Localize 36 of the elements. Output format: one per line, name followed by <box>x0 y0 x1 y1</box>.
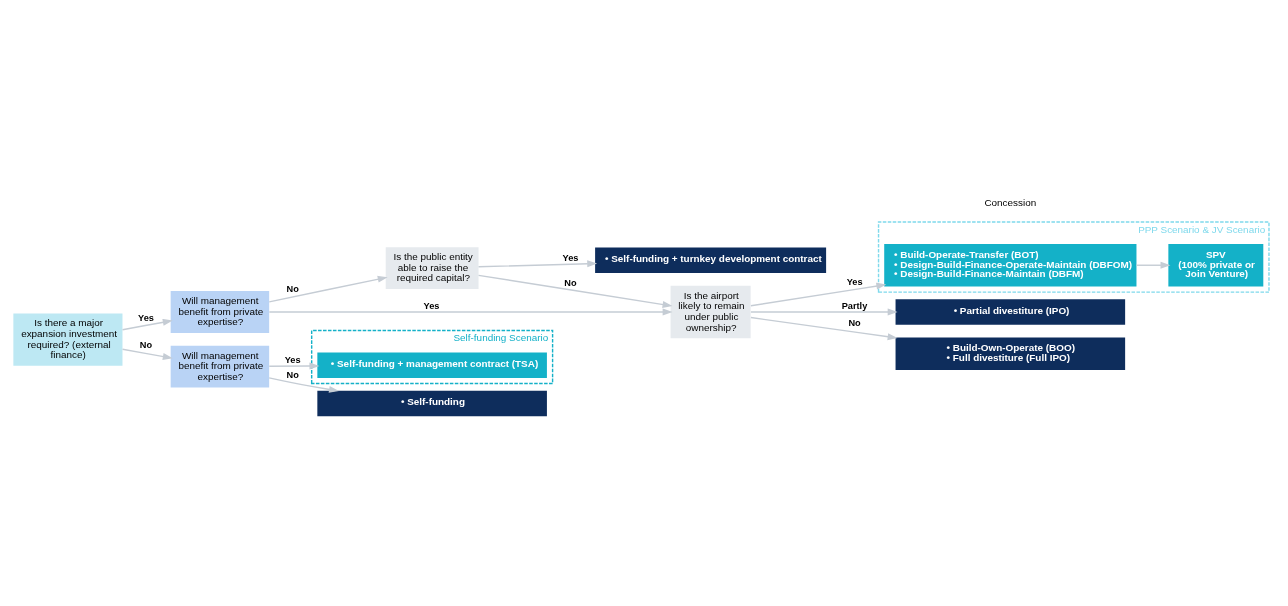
edge-label: No <box>848 317 861 328</box>
node-box: SPV (100% private or Join Venture) <box>1168 243 1264 286</box>
node-box: • Self-funding <box>317 390 547 416</box>
label: Concession <box>984 196 1037 208</box>
edge-label: Yes <box>423 300 440 311</box>
node-box: Is there a major expansion investment required? (external finance) <box>13 312 123 366</box>
arrow <box>477 274 673 308</box>
node-box: Is the airport likely to remain under public ownership? <box>670 285 751 338</box>
arrow <box>750 308 898 315</box>
edge-label: Partly <box>841 300 868 311</box>
edge-label: No <box>564 277 577 288</box>
node-box: • Partial divestiture (IPO) <box>895 298 1126 325</box>
node-box: Is the public entity able to raise the required capital? <box>385 246 479 289</box>
arrow <box>268 308 673 315</box>
arrow <box>121 318 173 330</box>
node-box: • Self-funding + turnkey development contract <box>595 247 827 273</box>
arrow <box>268 275 388 303</box>
arrow <box>1135 261 1171 269</box>
arrow <box>268 362 320 369</box>
node-box: • Build-Own-Operate (BOO) • Full divestiture (Full IPO) <box>895 337 1126 370</box>
node-box: Will management benefit from private expertise? <box>170 345 270 387</box>
edge-label: Yes <box>846 276 863 287</box>
node-box: • Build-Operate-Transfer (BOT) • Design-Build-Finance-Operate-Maintain (DBFOM) • Design-Build-Finance-Maintain (DBFM) <box>884 243 1137 286</box>
edge-label: Yes <box>284 354 301 365</box>
edge-label: No <box>286 283 299 294</box>
edge-label: No <box>139 339 153 350</box>
node-box: Will management benefit from private expertise? <box>170 290 270 333</box>
arrow <box>477 259 598 267</box>
edge-label: No <box>286 369 299 380</box>
arrow <box>750 316 898 340</box>
node-box: • Self-funding + management contract (TSA) <box>317 351 547 378</box>
arrow <box>121 348 173 360</box>
edge-label: Yes <box>562 252 579 263</box>
arrow <box>750 282 887 306</box>
arrow <box>268 376 339 393</box>
edge-label: Yes <box>138 312 154 323</box>
